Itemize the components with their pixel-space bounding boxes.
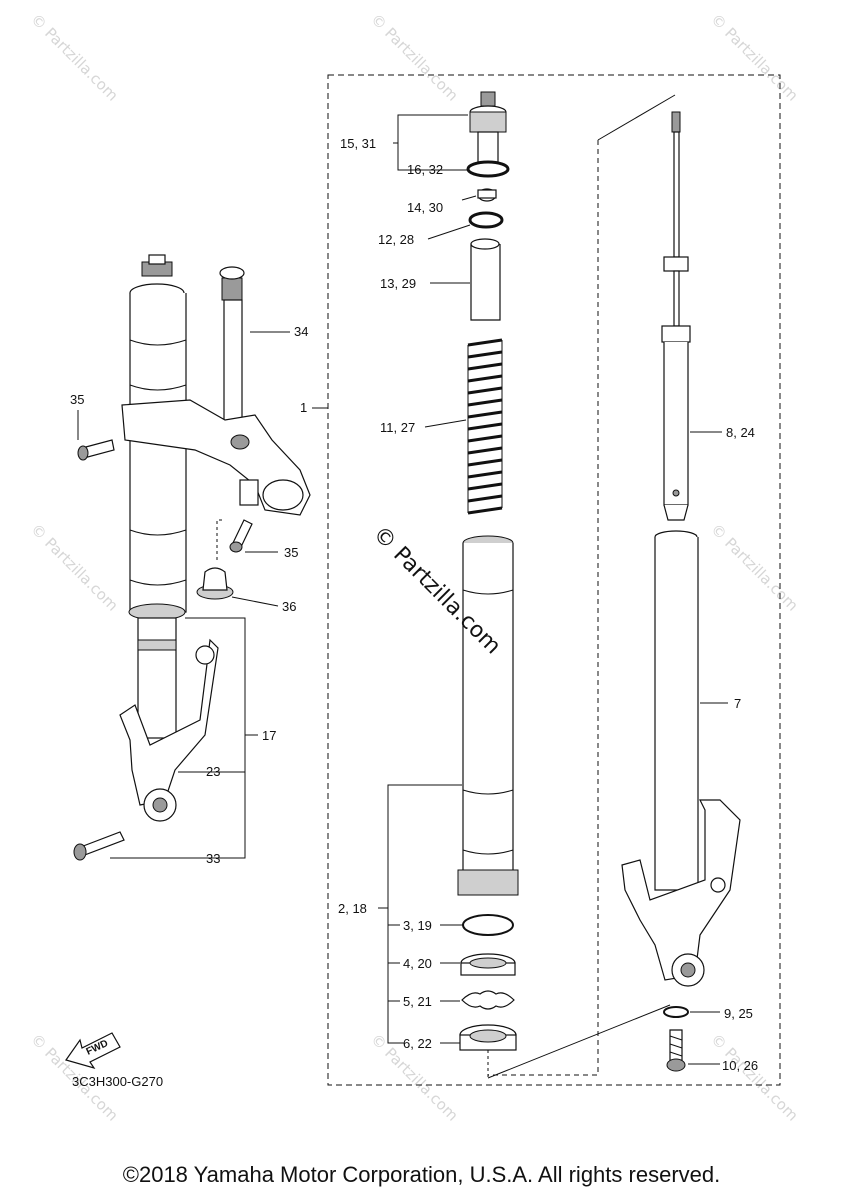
diagram-code: 3C3H300-G270: [72, 1074, 163, 1089]
assembly-box: [327, 74, 781, 1086]
callout-6-22: 6, 22: [403, 1036, 432, 1051]
callout-8-24: 8, 24: [726, 425, 755, 440]
center-leaders: [312, 94, 676, 1079]
right-leaders: [688, 431, 728, 1065]
watermark: © Partzilla.com: [367, 10, 462, 105]
watermark: © Partzilla.com: [707, 1030, 802, 1125]
callout-12-28: 12, 28: [378, 232, 414, 247]
callout-14-30: 14, 30: [407, 200, 443, 215]
callout-35-upper: 35: [70, 392, 84, 407]
callout-16-32: 16, 32: [407, 162, 443, 177]
callout-10-26: 10, 26: [722, 1058, 758, 1073]
callout-23: 23: [206, 764, 220, 779]
callout-5-21: 5, 21: [403, 994, 432, 1009]
callout-36: 36: [282, 599, 296, 614]
callout-33: 33: [206, 851, 220, 866]
spring: [467, 338, 503, 515]
callout-4-20: 4, 20: [403, 956, 432, 971]
watermark: © Partzilla.com: [707, 10, 802, 105]
callout-15-31: 15, 31: [340, 136, 376, 151]
callout-35-lower: 35: [284, 545, 298, 560]
watermark: © Partzilla.com: [27, 10, 122, 105]
copyright-notice: ©2018 Yamaha Motor Corporation, U.S.A. A…: [122, 1162, 721, 1187]
callout-1: 1: [300, 400, 307, 415]
callout-2-18: 2, 18: [338, 901, 367, 916]
callout-9-25: 9, 25: [724, 1006, 753, 1021]
callout-17: 17: [262, 728, 276, 743]
callout-3-19: 3, 19: [403, 918, 432, 933]
left-leaders: [77, 331, 290, 859]
callout-13-29: 13, 29: [380, 276, 416, 291]
assembled-fork: [73, 254, 311, 861]
watermark: © Partzilla.com: [27, 520, 122, 615]
center-parts: [457, 91, 519, 1051]
callout-34: 34: [294, 324, 308, 339]
callout-7: 7: [734, 696, 741, 711]
watermark: © Partzilla.com: [707, 520, 802, 615]
fwd-arrow-icon: FWD: [65, 1032, 121, 1070]
callout-11-27: 11, 27: [380, 420, 415, 435]
right-parts: [621, 111, 741, 1072]
